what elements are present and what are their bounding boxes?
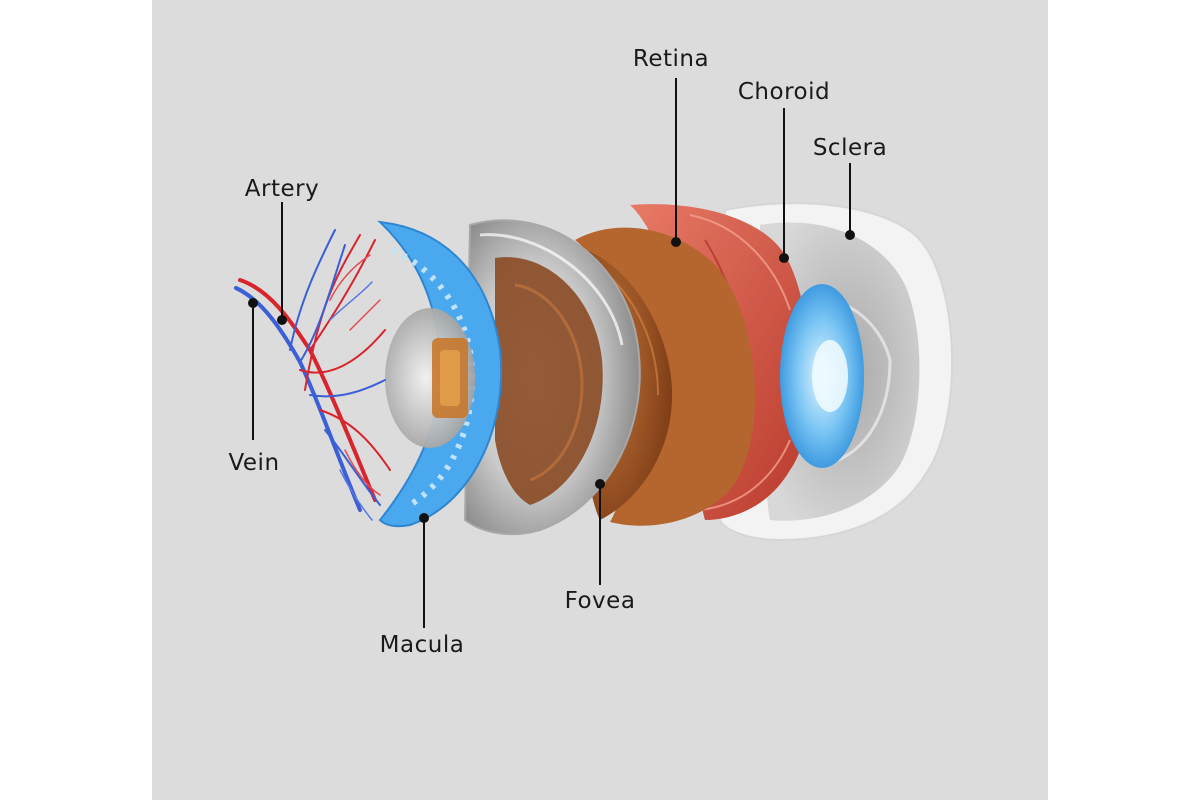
label-macula: Macula — [380, 632, 465, 658]
leader-choroid — [779, 108, 789, 263]
leader-macula — [419, 513, 429, 628]
label-choroid: Choroid — [738, 79, 830, 105]
leader-fovea — [595, 479, 605, 585]
cornea-dome — [463, 219, 641, 536]
leader-sclera — [845, 163, 855, 240]
label-vein: Vein — [228, 450, 279, 476]
macula-ring — [377, 220, 502, 528]
leader-retina — [671, 78, 681, 247]
label-retina: Retina — [633, 46, 709, 72]
label-artery: Artery — [245, 176, 319, 202]
label-sclera: Sclera — [813, 135, 887, 161]
label-fovea: Fovea — [565, 588, 636, 614]
leader-artery — [277, 202, 287, 325]
blood-vessels — [234, 229, 391, 521]
leader-vein — [248, 298, 258, 440]
